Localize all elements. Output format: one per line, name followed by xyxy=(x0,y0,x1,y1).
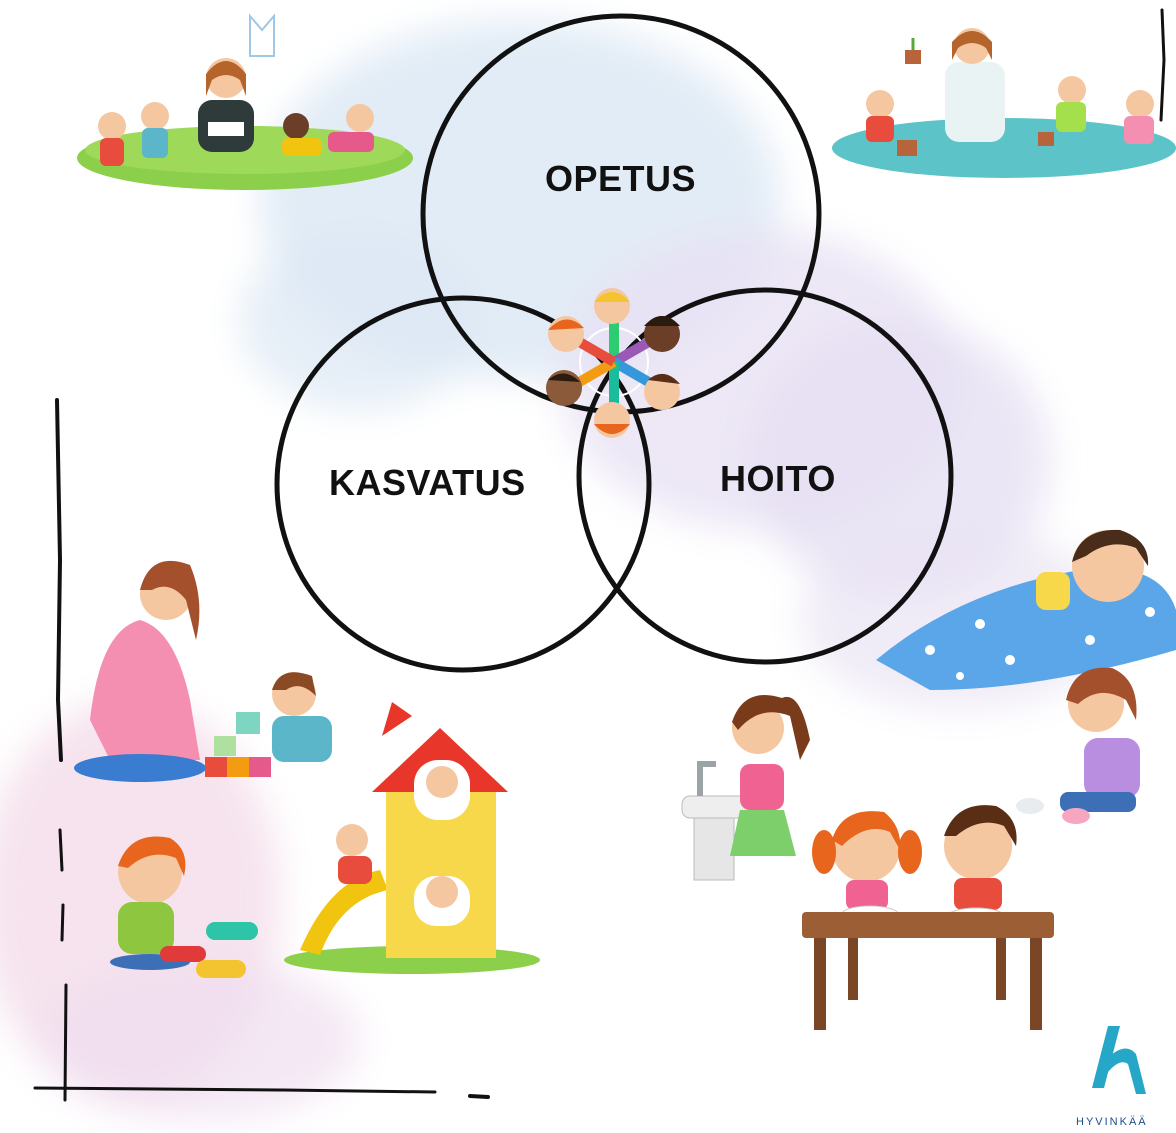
science-class-illustration xyxy=(832,28,1176,178)
playhouse-illustration xyxy=(284,702,540,974)
opetus-label: OPETUS xyxy=(545,158,697,199)
kasvatus-label: KASVATUS xyxy=(329,462,526,503)
toy-cars-illustration xyxy=(110,836,258,978)
handwashing-illustration xyxy=(681,695,810,881)
shoe-tying-illustration xyxy=(1016,667,1140,824)
circle-hoito xyxy=(576,287,954,665)
venn-circles xyxy=(274,13,954,673)
corner-lines xyxy=(33,8,1166,1102)
children-circle-icon xyxy=(546,288,680,438)
hoito-label: HOITO xyxy=(720,458,836,499)
reading-circle-illustration xyxy=(77,13,413,190)
circle-kasvatus xyxy=(274,295,652,673)
lunch-table-illustration xyxy=(802,805,1054,1030)
block-play-illustration xyxy=(74,560,332,782)
sleeping-child-illustration xyxy=(876,529,1176,690)
hyvinkaa-logo-text: HYVINKÄÄ xyxy=(1076,1116,1148,1128)
hyvinkaa-logo-icon xyxy=(1092,1026,1146,1094)
